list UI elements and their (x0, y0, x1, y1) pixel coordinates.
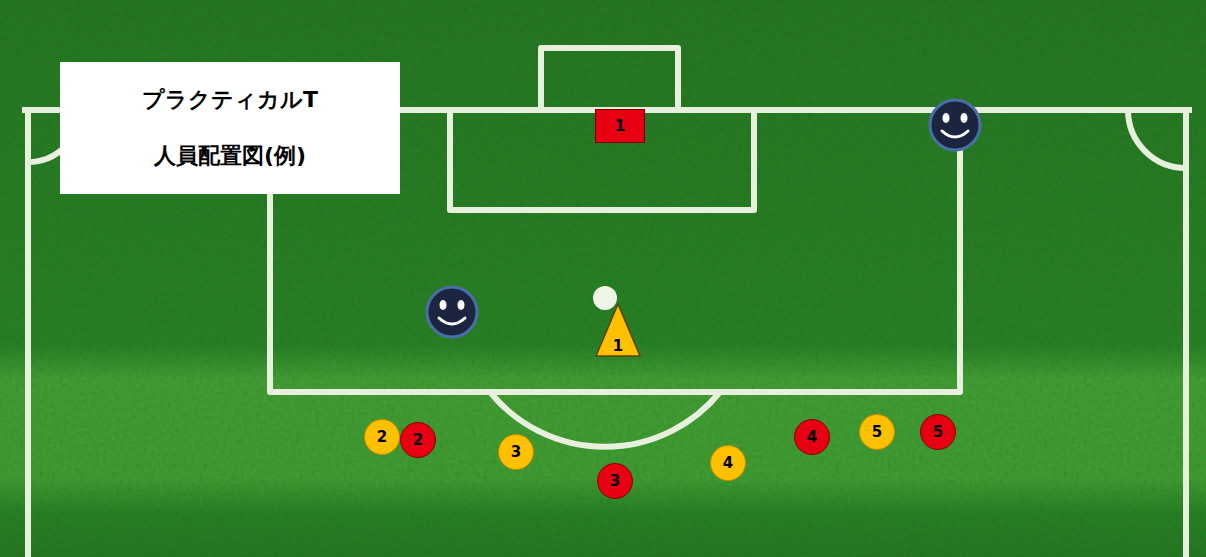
marker-number: 5 (872, 423, 882, 441)
player-marker-red: 3 (597, 463, 633, 499)
marker-number: 1 (615, 117, 625, 135)
player-marker-yellow: 4 (710, 445, 746, 481)
touch-line (25, 110, 31, 557)
marker-number: 5 (933, 423, 943, 441)
marker-number: 3 (610, 472, 620, 490)
marker-number: 4 (723, 454, 733, 472)
smiley-icon (930, 100, 980, 150)
player-marker-triangle: 1 (594, 302, 642, 358)
goal-area (450, 110, 754, 210)
player-marker-yellow: 3 (498, 434, 534, 470)
touch-line (1183, 110, 1189, 557)
marker-number: 3 (511, 443, 521, 461)
title-box: プラクティカルT 人員配置図(例) (60, 62, 400, 194)
player-marker-square: 1 (595, 109, 645, 143)
player-marker-yellow: 2 (364, 419, 400, 455)
marker-number: 2 (377, 428, 387, 446)
corner-arc (1128, 110, 1186, 168)
player-marker-red: 4 (794, 419, 830, 455)
smiley-icon (427, 287, 477, 337)
marker-number: 2 (413, 431, 423, 449)
player-marker-red: 5 (920, 414, 956, 450)
title-text: 人員配置図(例) (154, 141, 306, 171)
player-marker-red: 2 (400, 422, 436, 458)
player-marker-yellow: 5 (859, 414, 895, 450)
marker-number: 4 (807, 428, 817, 446)
goal (541, 48, 678, 110)
field-lines (22, 48, 1192, 557)
marker-number: 1 (613, 337, 623, 355)
penalty-spot (593, 286, 617, 310)
title-text: プラクティカルT (142, 85, 318, 115)
